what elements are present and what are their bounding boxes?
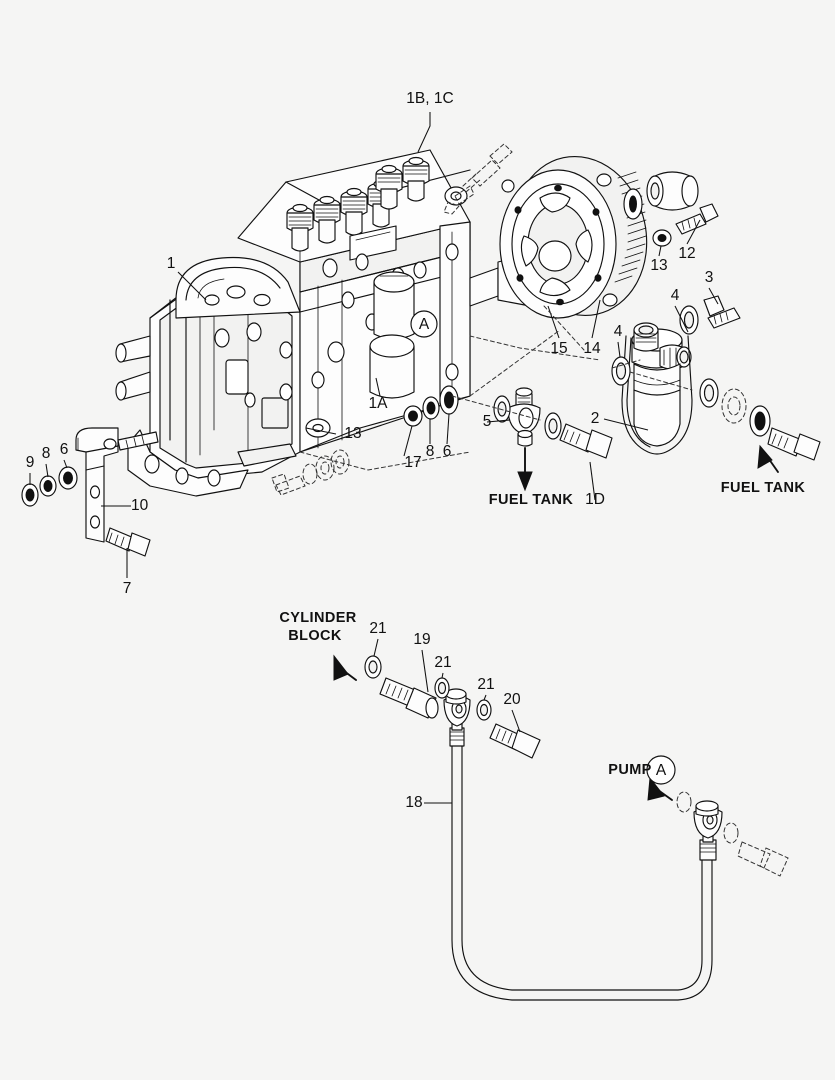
bolt-19 [379, 677, 439, 719]
callout-17: 17 [404, 454, 421, 471]
coupling-bushing-spacer [623, 171, 719, 247]
hose-banjo-lower [676, 791, 789, 877]
fuel-tank-arrow-right [757, 444, 779, 473]
callout-14: 14 [583, 340, 601, 357]
callout-10: 10 [131, 497, 149, 514]
callout-7: 7 [123, 580, 132, 597]
phantom-bolt-lower [271, 449, 350, 496]
reference-marker-a-pump: A [656, 762, 667, 779]
callout-4-left: 4 [614, 323, 623, 340]
cylinder-block-label-line2: BLOCK [288, 628, 342, 644]
washer-stack-17-8-6 [305, 385, 459, 438]
pump-label: PUMP [608, 762, 652, 778]
upper-leader-lines [29, 112, 719, 578]
callout-6-bracket: 6 [60, 441, 69, 458]
upper-fasteners [364, 655, 541, 759]
callout-21-c: 21 [477, 676, 494, 693]
callout-13-body: 13 [344, 425, 361, 442]
callout-19: 19 [413, 631, 430, 648]
callout-15: 15 [550, 340, 567, 357]
callout-1D: 1D [585, 491, 605, 508]
filter-seals [611, 295, 821, 461]
callout-6-body: 6 [443, 443, 452, 460]
hose-banjo-upper [443, 688, 471, 747]
fuel-tank-label-left: FUEL TANK [489, 492, 574, 508]
pump-arrow [647, 776, 673, 801]
lower-leader-lines [373, 638, 521, 804]
cylinder-block-label-line1: CYLINDER [279, 610, 356, 626]
callout-3: 3 [705, 269, 714, 286]
callout-12: 12 [678, 245, 695, 262]
callout-13-gear: 13 [650, 257, 667, 274]
callout-5: 5 [483, 413, 492, 430]
fuel-hose-18 [451, 743, 713, 1001]
pump-body [237, 149, 471, 453]
cylinder-block-arrow [333, 654, 357, 681]
phantom-bolt-upper [443, 143, 513, 215]
drive-coupling-gear [469, 155, 648, 319]
callout-8-body: 8 [426, 443, 435, 460]
callout-1A: 1A [369, 395, 389, 412]
callout-21-b: 21 [434, 654, 451, 671]
reference-marker-a-body: A [419, 316, 430, 333]
callout-1B-1C: 1B, 1C [406, 90, 453, 107]
callout-4-upper: 4 [671, 287, 680, 304]
callout-2: 2 [591, 410, 600, 427]
mounting-bracket [21, 427, 159, 557]
callout-20: 20 [503, 691, 521, 708]
banjo-fitting-5 [493, 387, 613, 459]
delivery-valve-holders [286, 156, 430, 252]
fuel-return-hose-assembly: CYLINDER BLOCK PUMP A 21 19 21 21 20 18 [279, 610, 789, 1001]
bolt-20 [489, 723, 541, 759]
callout-21-a: 21 [369, 620, 386, 637]
fuel-filter-assembly [621, 322, 693, 455]
bolt-12 [675, 203, 719, 235]
bolt-right [767, 427, 821, 461]
fuel-tank-arrow-left [517, 447, 533, 492]
reference-circle-a-pump [646, 755, 676, 785]
callout-1: 1 [167, 255, 176, 272]
bolt-3 [703, 295, 741, 329]
bolt-7 [105, 527, 151, 557]
injection-pump-assembly: 1B, 1C 1 1A 13 17 8 6 5 1D 2 3 4 4 12 13… [21, 90, 821, 597]
bolt-1D [559, 423, 613, 459]
governor-housing [115, 256, 301, 497]
fuel-tank-label-right: FUEL TANK [721, 480, 806, 496]
callout-8-bracket: 8 [42, 445, 51, 462]
callout-9: 9 [26, 454, 35, 471]
callout-18: 18 [405, 794, 422, 811]
